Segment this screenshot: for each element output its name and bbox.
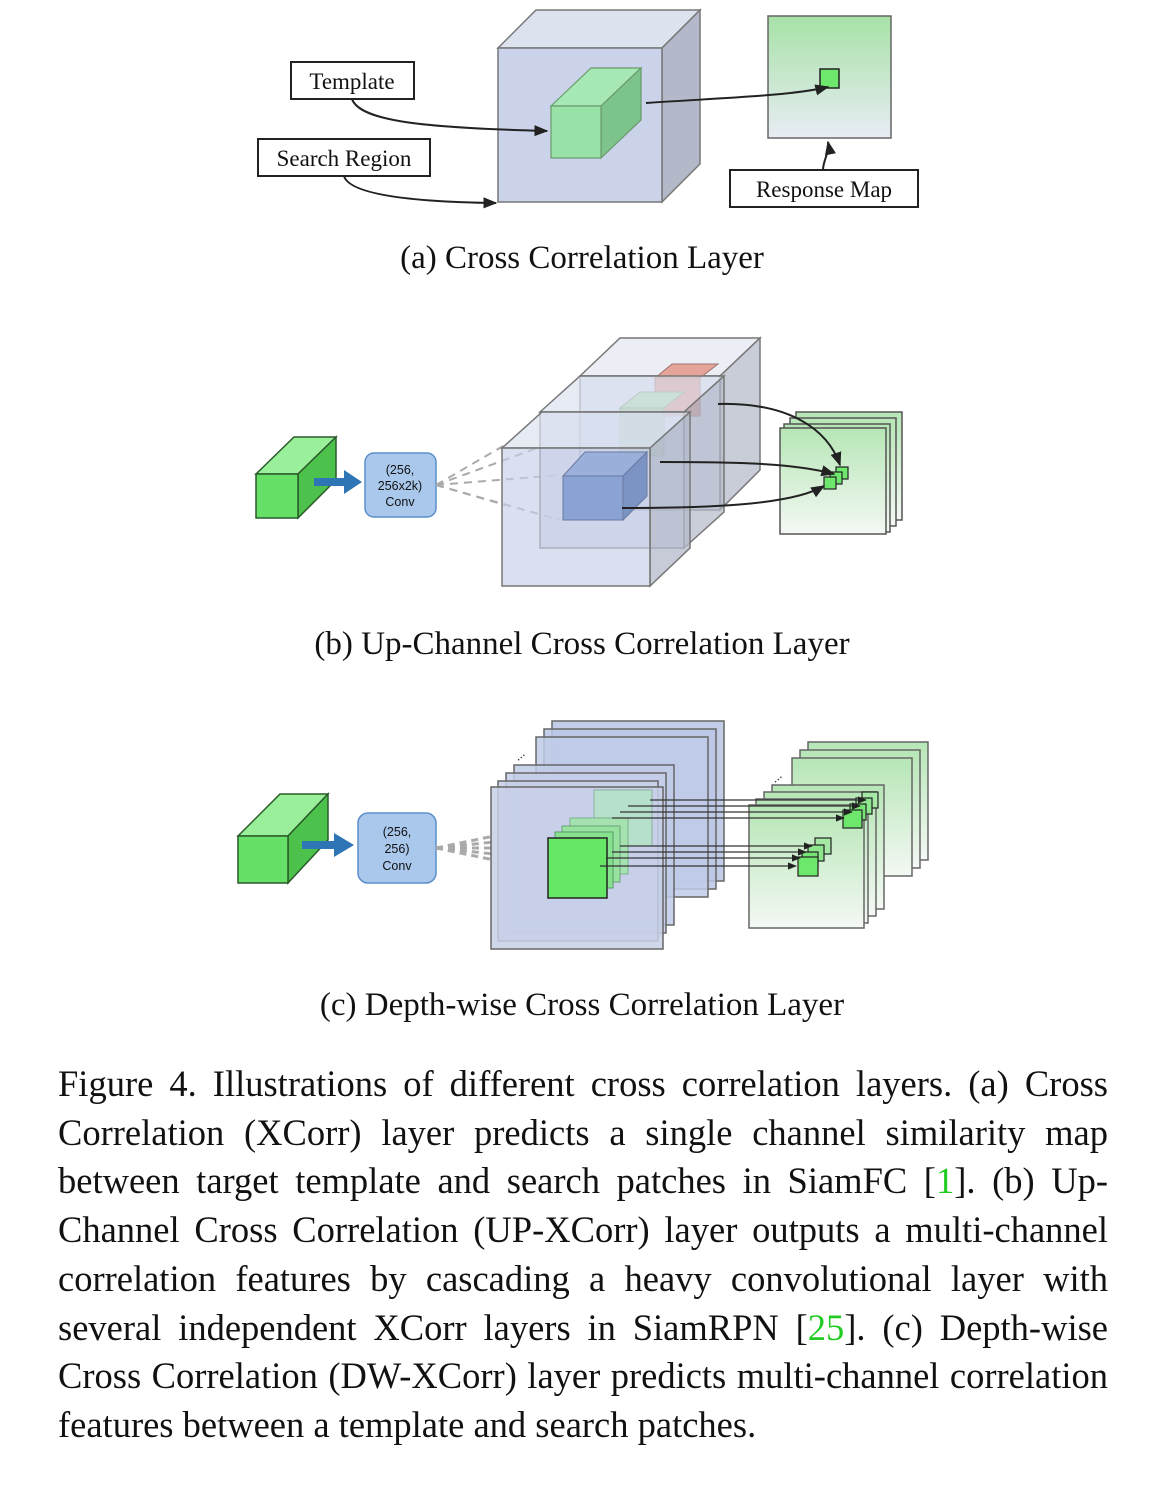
response-map (767, 15, 892, 139)
panel-a-caption: (a) Cross Correlation Layer (400, 240, 764, 276)
search-region-label-box: Search Region (257, 138, 431, 177)
blue-channel-arrow (621, 485, 826, 509)
figure-caption: Figure 4. Illustrations of different cro… (58, 1060, 1108, 1450)
template-arrow (351, 98, 549, 137)
caption-part3: ]. (c) Depth-wise Cross Correlation (DW-… (58, 1306, 1108, 1445)
conv-c-line3: Conv (382, 859, 412, 873)
response-map-label: Response Map (756, 177, 892, 202)
planes-ellipsis: ... (511, 746, 528, 763)
response-stack-b (779, 411, 903, 535)
red-channel-arrow (717, 402, 842, 467)
panel-b-caption: (b) Up-Channel Cross Correlation Layer (314, 626, 849, 662)
template-block-c (236, 792, 330, 885)
template-feature-cube (549, 66, 643, 160)
correlation-arrow (645, 84, 830, 104)
template-channel-front (547, 837, 608, 899)
conv-b-line2: 256x2k) (378, 479, 422, 493)
panel-c-caption: (c) Depth-wise Cross Correlation Layer (320, 987, 844, 1023)
template-label: Template (309, 69, 394, 94)
conv-b-line1: (256, (386, 463, 415, 477)
response-map-arrow (822, 140, 836, 171)
template-channel-blue (561, 450, 649, 522)
panel-a: Template Search Region Response Map (a) … (257, 8, 919, 276)
response-ellipsis: ... (768, 768, 785, 785)
projection-lines-c (435, 834, 495, 862)
response-peak-b (823, 476, 837, 490)
caption-part1: Figure 4. Illustrations of different cro… (58, 1063, 1108, 1202)
panel-c: (256, 256) Conv (236, 720, 929, 1023)
response-peak-c (797, 856, 819, 877)
panel-b: (256, 256x2k) Conv (254, 336, 903, 662)
conv-box-c: (256, 256) Conv (357, 812, 437, 884)
search-region-arrow (343, 175, 498, 209)
response-map-label-box: Response Map (729, 169, 919, 208)
response-peak (819, 68, 840, 89)
channel-arrows-c (600, 796, 867, 870)
conv-box-b: (256, 256x2k) Conv (364, 452, 437, 518)
citation-link-1[interactable]: 1 (935, 1160, 955, 1202)
template-block (254, 435, 338, 520)
search-region-label: Search Region (277, 146, 412, 171)
green-channel-arrow (659, 461, 836, 477)
conv-arrow-c (302, 833, 354, 857)
citation-link-25[interactable]: 25 (807, 1306, 845, 1348)
caption-part2: ]. (b) Up-Channel Cross Correlation (UP-… (58, 1160, 1108, 1348)
template-label-box: Template (290, 61, 415, 100)
figure-diagram: Template Search Region Response Map (a) … (236, 8, 929, 1023)
conv-arrow (314, 470, 362, 494)
conv-c-line2: 256) (384, 842, 409, 856)
conv-c-line1: (256, (383, 825, 412, 839)
conv-b-line3: Conv (385, 495, 415, 509)
